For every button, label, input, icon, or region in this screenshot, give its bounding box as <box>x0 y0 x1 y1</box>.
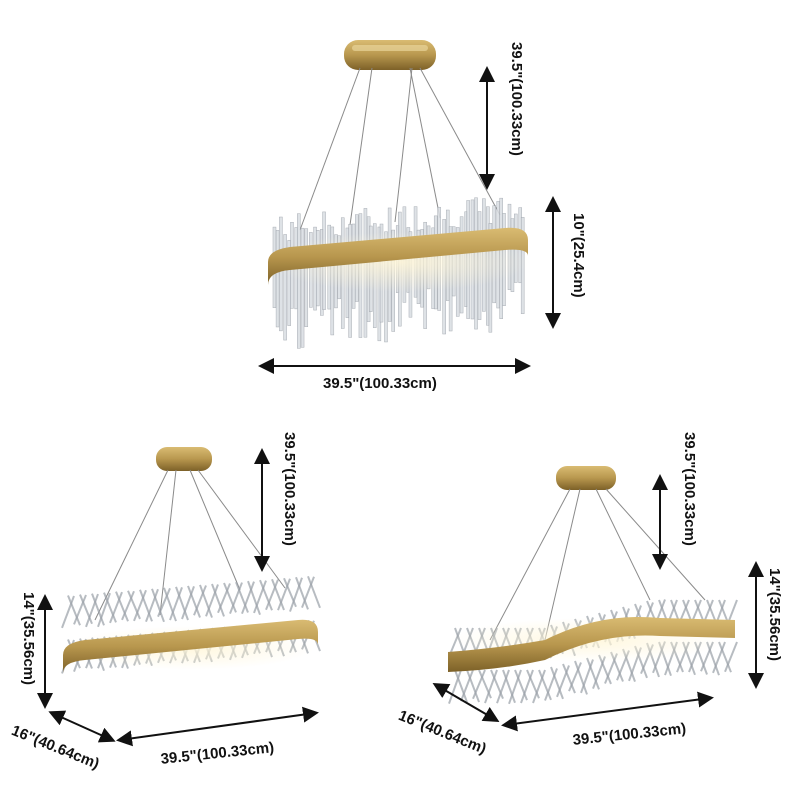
crystal-prism <box>514 669 528 701</box>
crystal-prism <box>508 669 522 705</box>
crystal-prism <box>568 662 582 692</box>
crystal-prism <box>73 594 87 625</box>
crystal-prism <box>259 579 273 611</box>
crystal-prism <box>115 591 129 622</box>
crystal-prism <box>295 576 309 610</box>
crystal-prism <box>187 585 201 618</box>
crystal-prism <box>127 590 141 620</box>
depth-arrow-bottom-right <box>432 682 500 723</box>
crystal-prism <box>253 580 267 614</box>
label-width-top: 39.5"(100.33cm) <box>323 375 437 392</box>
crystal-prism <box>133 589 147 622</box>
brass-band-top <box>268 227 528 285</box>
crystal-prism <box>91 593 105 626</box>
crystal-prism <box>85 593 99 628</box>
crystal-prism <box>157 587 171 618</box>
crystal-prism <box>169 587 183 621</box>
label-body-height-bottom-right: 14"(35.56cm) <box>766 568 783 662</box>
crystal-prism <box>199 584 213 618</box>
chandelier-bottom-right-view <box>448 466 738 705</box>
crystal-prism <box>544 668 558 701</box>
crystal-prism <box>307 575 321 609</box>
dimensions-top <box>258 66 561 374</box>
width-arrow-bottom-left <box>116 706 319 747</box>
crystal-prism <box>175 586 189 621</box>
crystal-prism <box>538 669 552 701</box>
crystal-prism <box>205 584 219 617</box>
crystal-prism <box>724 641 738 673</box>
chandelier-top-view <box>268 40 530 349</box>
width-arrow-bottom-right <box>501 691 714 732</box>
crystal-prism <box>271 578 285 611</box>
crystal-prism <box>472 669 486 700</box>
crystal-prism <box>265 579 279 611</box>
label-body-height-top: 10"(25.4cm) <box>570 213 587 298</box>
crystal-prism <box>139 589 153 622</box>
crystal-prism <box>211 583 225 617</box>
crystal-prism <box>229 582 243 614</box>
crystal-prism <box>712 641 726 674</box>
crystal-prism <box>67 595 81 626</box>
brass-band-bottom-right <box>448 616 735 672</box>
crystal-prism <box>502 669 516 704</box>
crystal-prism <box>586 657 600 690</box>
crystal-rod <box>283 234 287 341</box>
crystal-prism <box>241 581 255 615</box>
crystal-prism <box>580 659 594 694</box>
crystal-prism <box>562 663 576 694</box>
suspension-wires-top <box>299 67 501 231</box>
brass-band-bottom-left <box>63 619 318 673</box>
crystal-prism <box>109 591 123 624</box>
label-drop-bottom-right: 39.5"(100.33cm) <box>681 432 698 546</box>
crystal-prism <box>145 588 159 623</box>
dimensions-bottom-right <box>432 474 764 732</box>
crystal-prism <box>277 578 291 611</box>
crystal-prism <box>103 592 117 623</box>
crystal-prism <box>247 580 261 616</box>
label-drop-top: 39.5"(100.33cm) <box>508 42 525 156</box>
label-body-height-bottom-left: 14"(35.56cm) <box>20 592 37 686</box>
canopy-top <box>344 40 436 70</box>
suspension-wires-bottom-left <box>94 469 286 621</box>
crystal-prism <box>223 582 237 613</box>
crystal-prism <box>61 595 75 629</box>
crystal-prism <box>151 588 165 623</box>
crystal-prism <box>79 594 93 625</box>
crystal-prism <box>163 587 177 622</box>
crystal-prism <box>181 586 195 620</box>
crystal-prism <box>235 581 249 613</box>
crystal-rod <box>275 230 280 328</box>
dimensions-bottom-left <box>37 448 319 747</box>
label-drop-bottom-left: 39.5"(100.33cm) <box>281 432 298 546</box>
chandelier-bottom-left-view <box>61 447 321 674</box>
depth-arrow-bottom-left <box>48 710 116 743</box>
crystal-prism <box>193 585 207 616</box>
canopy-bottom-left <box>156 447 212 471</box>
crystal-prism <box>556 665 570 698</box>
crystal-prism <box>289 577 303 612</box>
crystal-rod <box>300 227 305 348</box>
crystal-prism <box>97 592 111 628</box>
crystal-prism <box>121 590 135 621</box>
crystal-prism <box>460 669 474 702</box>
crystal-prism <box>301 576 315 608</box>
crystal-prism <box>217 583 231 614</box>
crystal-prism <box>574 660 588 695</box>
canopy-bottom-right <box>556 466 616 490</box>
suspension-wires-bottom-right <box>489 488 706 641</box>
